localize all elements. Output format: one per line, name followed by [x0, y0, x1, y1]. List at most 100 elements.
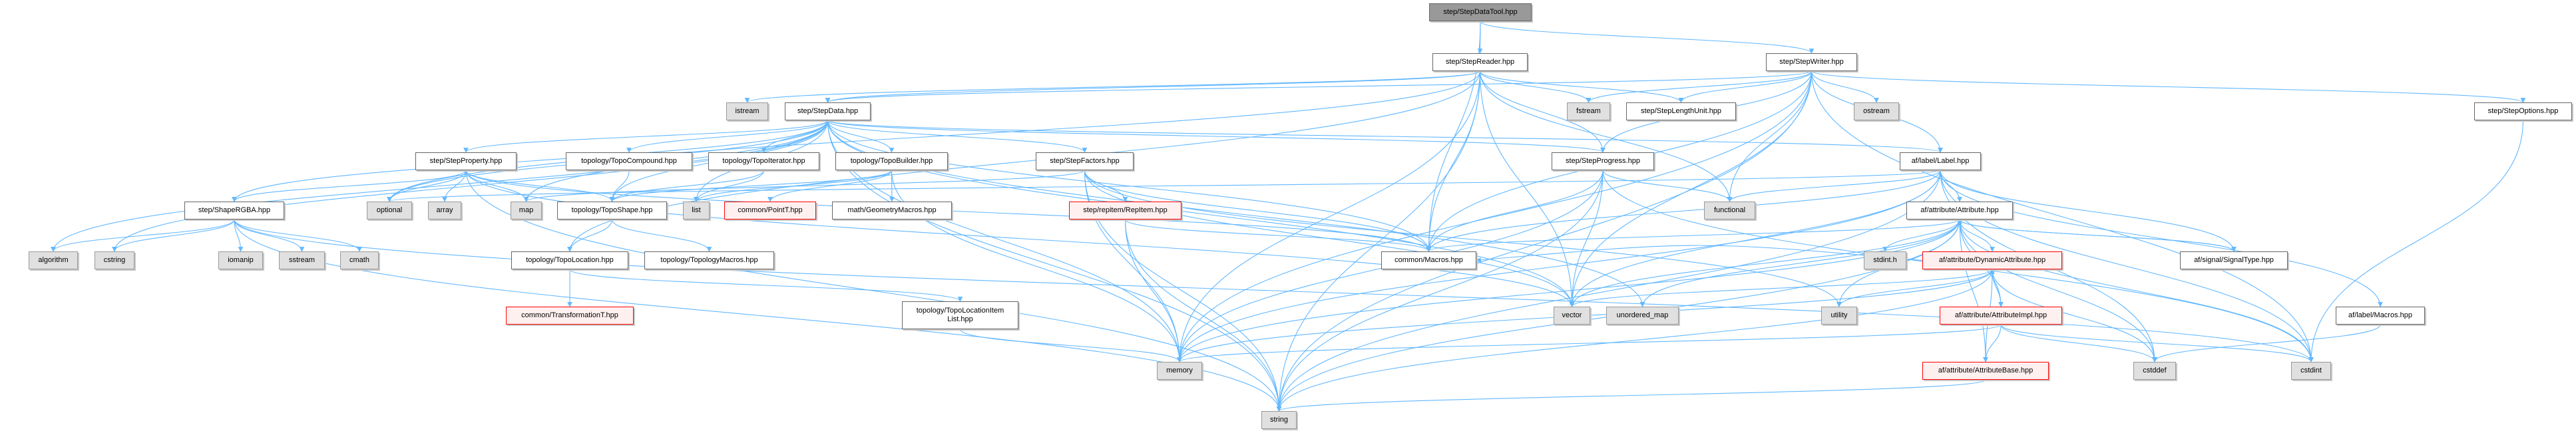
edge-shapergba-to-cmath: [234, 219, 362, 252]
graph-node-signaltype[interactable]: af/signal/SignalType.hpp: [2180, 251, 2288, 269]
edge-attribute-to-memory: [1177, 219, 1960, 362]
edge-iterator-to-toposhape: [609, 170, 765, 202]
edge-locitemlist-to-memory: [959, 329, 1182, 362]
graph-node-label[interactable]: af/label/Label.hpp: [1900, 152, 1981, 170]
edge-stepdata-to-factors: [827, 120, 1088, 153]
edge-label-to-attribute: [1940, 170, 1962, 202]
edge-reader-to-macros: [1426, 71, 1481, 252]
graph-node-builder[interactable]: topology/TopoBuilder.hpp: [835, 152, 948, 170]
graph-node-reader[interactable]: step/StepReader.hpp: [1432, 53, 1528, 71]
graph-node-attrimpl[interactable]: af/attribute/AttributeImpl.hpp: [1940, 307, 2062, 325]
graph-node-pointt[interactable]: common/PointT.hpp: [724, 202, 816, 219]
graph-node-locitemlist[interactable]: topology/TopoLocationItem List.hpp: [902, 301, 1018, 329]
edge-property-to-array: [442, 170, 467, 202]
graph-node-topomacros[interactable]: topology/TopologyMacros.hpp: [644, 251, 774, 269]
graph-node-optional: optional: [367, 202, 412, 219]
graph-node-iomanip: iomanip: [218, 251, 263, 269]
edge-writer-to-memory: [1177, 71, 1813, 362]
edge-options-to-cstdint: [2308, 120, 2524, 362]
graph-node-cstdint: cstdint: [2291, 362, 2331, 380]
graph-node-fstream: fstream: [1567, 102, 1610, 120]
graph-node-memory: memory: [1157, 362, 1202, 380]
edge-reader-to-topolocation: [567, 71, 1481, 252]
graph-node-attribute[interactable]: af/attribute/Attribute.hpp: [1906, 202, 2013, 219]
edge-shapergba-to-cstdint: [234, 219, 2314, 362]
graph-node-iterator[interactable]: topology/TopoIterator.hpp: [708, 152, 819, 170]
edge-attribute-to-vector: [1569, 219, 1960, 307]
edge-repitem-to-memory: [1124, 219, 1182, 362]
edge-stepdata-to-algorithm: [51, 120, 829, 252]
edge-stepdata-to-property: [463, 120, 829, 153]
edge-signaltype-to-attribute: [1957, 219, 2235, 252]
graph-node-lengthunit[interactable]: step/StepLengthUnit.hpp: [1626, 102, 1736, 120]
edge-reader-to-progress: [1479, 71, 1606, 153]
graph-node-writer[interactable]: step/StepWriter.hpp: [1766, 53, 1857, 71]
graph-node-vector: vector: [1554, 307, 1590, 325]
graph-node-dynattr[interactable]: af/attribute/DynamicAttribute.hpp: [1922, 251, 2062, 269]
graph-node-topolocation[interactable]: topology/TopoLocation.hpp: [511, 251, 628, 269]
graph-node-stepdata[interactable]: step/StepData.hpp: [785, 102, 871, 120]
edge-reader-to-string: [1276, 71, 1481, 412]
edge-builder-to-pointt: [767, 170, 893, 202]
graph-node-stdinth: stdint.h: [1864, 251, 1906, 269]
graph-node-geommacros[interactable]: math/GeometryMacros.hpp: [832, 202, 952, 219]
edge-attribute-to-cstdint: [1959, 219, 2314, 362]
edge-reader-to-optional: [387, 71, 1481, 202]
graph-node-options[interactable]: step/StepOptions.hpp: [2474, 102, 2572, 120]
edge-label-to-memory: [1177, 170, 1941, 362]
edge-shapergba-to-string: [234, 219, 1282, 412]
edge-writer-to-cstdint: [1811, 71, 2314, 362]
graph-node-toposhape[interactable]: topology/TopoShape.hpp: [557, 202, 667, 219]
edge-attribute-to-attrbase: [1959, 219, 1988, 362]
edge-property-to-shapergba: [232, 170, 467, 202]
graph-node-attrbase[interactable]: af/attribute/AttributeBase.hpp: [1922, 362, 2049, 380]
graph-node-functional: functional: [1704, 202, 1755, 219]
edge-dynattr-to-cstddef: [1992, 269, 2157, 362]
edge-progress-to-string: [1276, 170, 1604, 412]
edge-writer-to-ostream: [1811, 71, 1879, 103]
graph-node-cstring: cstring: [95, 251, 134, 269]
graph-node-algorithm: algorithm: [29, 251, 78, 269]
edge-root-to-writer: [1480, 21, 1815, 54]
edge-progress-to-macros: [1426, 170, 1604, 252]
edge-repitem-to-string: [1124, 219, 1282, 412]
graph-node-unordered_map: unordered_map: [1606, 307, 1679, 325]
edge-attrbase-to-string: [1276, 379, 1986, 412]
graph-node-property[interactable]: step/StepProperty.hpp: [415, 152, 517, 170]
graph-node-factors[interactable]: step/StepFactors.hpp: [1036, 152, 1134, 170]
graph-node-string: string: [1261, 411, 1297, 429]
edge-reader-to-memory: [1177, 71, 1481, 362]
graph-node-root[interactable]: step/StepDataTool.hpp: [1429, 3, 1532, 21]
edge-attribute-to-unordered_map: [1639, 219, 1960, 307]
edge-attrimpl-to-attrbase: [1983, 324, 2002, 362]
edge-property-to-vector: [465, 170, 1575, 307]
edge-stepdata-to-string: [827, 120, 1282, 412]
edge-builder-to-toposhape: [609, 170, 893, 202]
edge-dynattr-to-string: [1276, 269, 1993, 412]
graph-node-transformt[interactable]: common/TransformationT.hpp: [506, 307, 634, 325]
graph-node-compound[interactable]: topology/TopoCompound.hpp: [566, 152, 692, 170]
edge-factors-to-utility: [1084, 170, 1842, 307]
graph-node-progress[interactable]: step/StepProgress.hpp: [1552, 152, 1654, 170]
edge-label-to-signaltype: [1940, 170, 2237, 252]
graph-node-labelmacros[interactable]: af/label/Macros.hpp: [2336, 307, 2425, 325]
graph-node-sstream: sstream: [279, 251, 325, 269]
edge-reader-to-istream: [744, 71, 1481, 103]
edge-dynattr-to-utility: [1836, 269, 1993, 307]
edge-attribute-to-stdinth: [1882, 219, 1960, 252]
edge-attribute-to-dynattr: [1959, 219, 1995, 252]
edge-label-to-labelmacros: [1940, 170, 2383, 307]
edge-label-to-optional: [387, 170, 1941, 202]
graph-node-list: list: [683, 202, 710, 219]
edge-iterator-to-list: [694, 170, 765, 202]
graph-node-repitem[interactable]: step/repitem/RepItem.hpp: [1069, 202, 1181, 219]
edge-labelmacros-to-cstddef: [2152, 324, 2381, 362]
edge-shapergba-to-cstring: [112, 219, 235, 252]
edge-reader-to-fstream: [1479, 71, 1592, 103]
graph-node-shapergba[interactable]: step/ShapeRGBA.hpp: [184, 202, 284, 219]
graph-node-macros[interactable]: common/Macros.hpp: [1381, 251, 1476, 269]
edge-stepdata-to-builder: [827, 120, 895, 153]
edge-shapergba-to-algorithm: [51, 219, 235, 252]
edge-writer-to-options: [1811, 71, 2526, 103]
